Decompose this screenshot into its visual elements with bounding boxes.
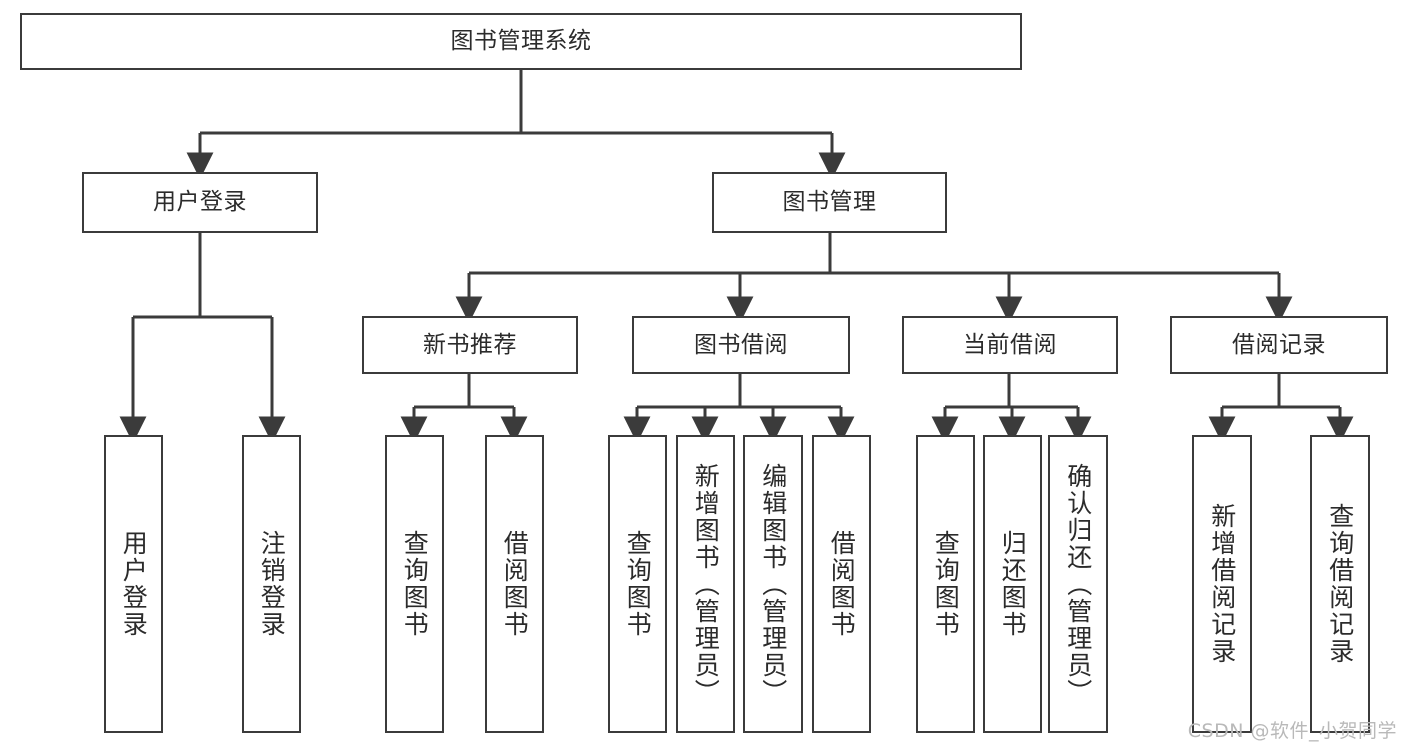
leaf-add-record[interactable]: 新增借阅记录 xyxy=(1192,435,1252,733)
leaf-borrow-book-label: 借阅图书 xyxy=(827,530,857,638)
node-root-label: 图书管理系统 xyxy=(450,28,592,55)
leaf-borrow-book-rec[interactable]: 借阅图书 xyxy=(485,435,544,733)
node-current-borrow[interactable]: 当前借阅 xyxy=(902,316,1118,374)
leaf-borrow-book[interactable]: 借阅图书 xyxy=(812,435,871,733)
node-root[interactable]: 图书管理系统 xyxy=(20,13,1022,70)
leaf-edit-book[interactable]: 编辑图书（管理员） xyxy=(743,435,803,733)
leaf-query-book[interactable]: 查询图书 xyxy=(608,435,667,733)
leaf-add-book[interactable]: 新增图书（管理员） xyxy=(676,435,735,733)
leaf-query-record[interactable]: 查询借阅记录 xyxy=(1310,435,1370,733)
node-user-login-label: 用户登录 xyxy=(153,189,247,216)
leaf-user-login-label: 用户登录 xyxy=(119,530,149,638)
leaf-user-login[interactable]: 用户登录 xyxy=(104,435,163,733)
leaf-return-book[interactable]: 归还图书 xyxy=(983,435,1042,733)
watermark: CSDN @软件_小贺同学 xyxy=(1187,720,1397,742)
node-borrow-record-label: 借阅记录 xyxy=(1232,331,1326,358)
leaf-add-record-label: 新增借阅记录 xyxy=(1207,503,1237,665)
node-book-manage-label: 图书管理 xyxy=(782,189,877,216)
node-book-borrow-label: 图书借阅 xyxy=(694,331,788,358)
node-book-manage[interactable]: 图书管理 xyxy=(712,172,947,233)
leaf-borrow-book-rec-label: 借阅图书 xyxy=(500,530,530,638)
leaf-logout[interactable]: 注销登录 xyxy=(242,435,301,733)
leaf-query-book-cur[interactable]: 查询图书 xyxy=(916,435,975,733)
leaf-return-book-label: 归还图书 xyxy=(998,530,1028,638)
leaf-query-record-label: 查询借阅记录 xyxy=(1325,503,1355,665)
node-book-borrow[interactable]: 图书借阅 xyxy=(632,316,850,374)
leaf-confirm-return-label: 确认归还（管理员） xyxy=(1063,462,1093,706)
node-borrow-record[interactable]: 借阅记录 xyxy=(1170,316,1388,374)
node-new-book-rec[interactable]: 新书推荐 xyxy=(362,316,578,374)
node-user-login[interactable]: 用户登录 xyxy=(82,172,318,233)
leaf-logout-label: 注销登录 xyxy=(257,530,287,638)
leaf-query-book-rec-label: 查询图书 xyxy=(400,530,430,638)
node-current-borrow-label: 当前借阅 xyxy=(963,331,1057,358)
leaf-query-book-rec[interactable]: 查询图书 xyxy=(385,435,444,733)
leaf-query-book-label: 查询图书 xyxy=(623,530,653,638)
leaf-add-book-label: 新增图书（管理员） xyxy=(691,462,721,706)
node-new-book-rec-label: 新书推荐 xyxy=(423,331,517,358)
leaf-query-book-cur-label: 查询图书 xyxy=(931,530,961,638)
leaf-edit-book-label: 编辑图书（管理员） xyxy=(758,462,788,706)
leaf-confirm-return[interactable]: 确认归还（管理员） xyxy=(1048,435,1108,733)
